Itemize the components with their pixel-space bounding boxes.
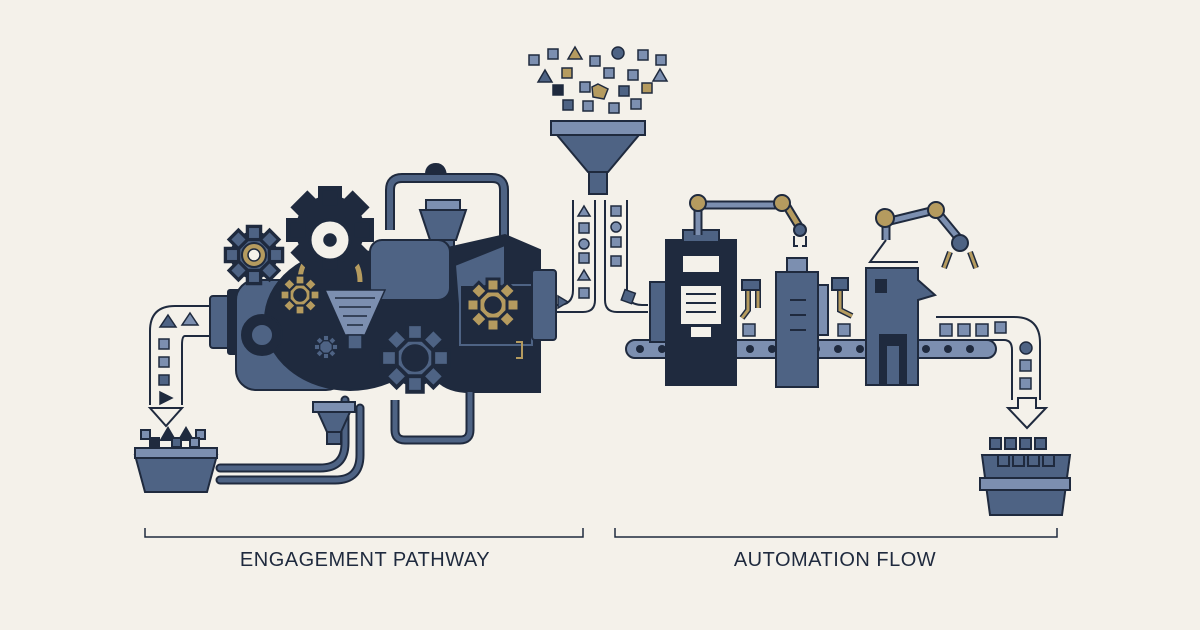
basket-icon <box>133 426 219 493</box>
inner-funnel <box>323 289 387 350</box>
falling-shapes <box>528 45 669 114</box>
top-pipes-fill <box>387 175 507 240</box>
processing-unit <box>775 257 829 388</box>
automation-flow-label: AUTOMATION FLOW <box>733 549 937 571</box>
pipe-fill <box>217 397 363 483</box>
left-loop-pipe <box>147 305 212 428</box>
section-brackets <box>144 528 1058 538</box>
right-output-items <box>994 321 1033 390</box>
chute-items <box>557 204 637 310</box>
funnel-icon <box>550 120 646 195</box>
engagement-pathway-label: ENGAGEMENT PATHWAY <box>239 549 491 571</box>
drain-funnel <box>312 401 356 445</box>
right-output-pipe <box>936 316 1041 400</box>
arrow-down-icon <box>1005 397 1049 430</box>
document-icon <box>649 229 737 386</box>
gear-icon <box>223 188 521 394</box>
robot-arm-icon <box>689 194 979 320</box>
left-loop-items <box>158 311 200 406</box>
conveyor-items <box>742 323 989 337</box>
packaging-unit <box>865 267 938 386</box>
basket-icon <box>979 437 1072 516</box>
